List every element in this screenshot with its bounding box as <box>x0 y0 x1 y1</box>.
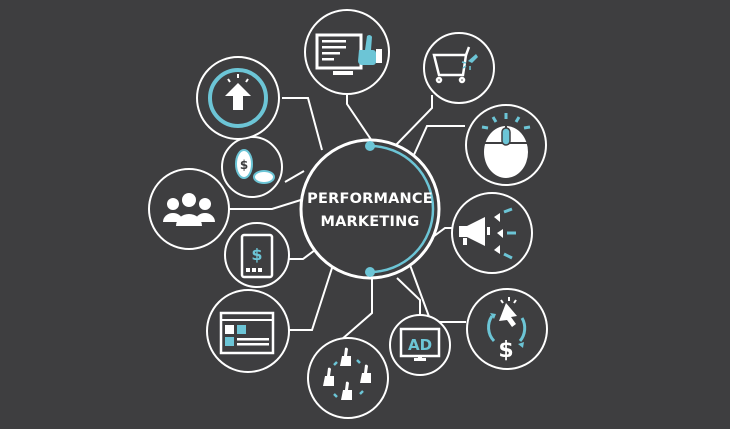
node-website[interactable] <box>206 289 290 373</box>
people-group-icon <box>163 193 215 226</box>
node-revenue[interactable]: $ <box>221 136 283 198</box>
coins-icon: $ <box>235 149 275 184</box>
node-growth[interactable] <box>196 56 280 140</box>
shopping-cart-click-icon <box>432 46 471 84</box>
center-hub <box>299 138 441 280</box>
node-e-commerce[interactable] <box>423 32 495 104</box>
node-mobile[interactable]: $ <box>224 222 290 288</box>
thumbs-up-cycle-icon <box>323 347 371 400</box>
mouse-click-icon <box>481 113 531 178</box>
node-pay-per-click[interactable]: $ <box>466 288 548 370</box>
center-title: PERFORMANCE MARKETING <box>300 188 440 234</box>
svg-text:$: $ <box>498 338 513 363</box>
monitor-thumbs-up-icon <box>315 33 382 75</box>
node-promotion[interactable] <box>451 192 533 274</box>
ad-monitor-icon <box>399 327 441 361</box>
node-audience[interactable] <box>148 168 230 250</box>
svg-text:$: $ <box>240 158 248 172</box>
node-ad[interactable]: AD <box>389 314 451 376</box>
arrow-up-icon <box>208 68 268 128</box>
cursor-dollar-cycle-icon: $ <box>487 297 527 363</box>
node-click[interactable] <box>465 104 547 186</box>
node-social[interactable] <box>307 337 389 419</box>
center-title-line1: PERFORMANCE <box>307 191 433 207</box>
mobile-dollar-icon: $ <box>240 233 274 279</box>
megaphone-icon <box>459 213 503 254</box>
center-title-line2: MARKETING <box>320 214 420 230</box>
browser-window-icon <box>219 311 275 355</box>
ad-label: AD <box>408 336 432 354</box>
node-display-ads[interactable] <box>304 9 390 95</box>
svg-text:$: $ <box>251 245 262 264</box>
